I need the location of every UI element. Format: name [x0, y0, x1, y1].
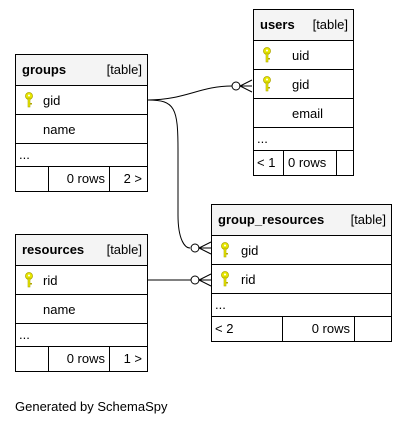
table-header: group_resources [table]: [212, 205, 391, 236]
parents-count: < 1: [257, 155, 276, 170]
column-name: email: [292, 106, 324, 121]
link-resources-group-resources: [148, 273, 212, 287]
row-count: 0 rows: [66, 171, 105, 186]
column-row[interactable]: gid: [16, 86, 147, 115]
table-name: users: [260, 17, 295, 32]
parents-count: < 2: [215, 321, 234, 336]
column-row[interactable]: gid: [254, 70, 353, 99]
column-name: gid: [292, 77, 310, 92]
ellipsis-text: ...: [257, 131, 268, 146]
table-footer: 0 rows 1 >: [16, 347, 147, 371]
table-footer: < 1 0 rows: [254, 151, 353, 175]
ellipsis-text: ...: [215, 297, 226, 312]
column-name: name: [43, 302, 76, 317]
key-icon: [25, 92, 33, 108]
column-row[interactable]: rid: [16, 266, 147, 295]
table-footer: < 2 0 rows: [212, 317, 391, 341]
column-name: gid: [43, 93, 61, 108]
column-name: rid: [241, 272, 256, 287]
key-icon: [25, 272, 33, 288]
ellipsis-text: ...: [19, 327, 30, 342]
column-name: gid: [241, 243, 259, 258]
footer-rows: 0 rows: [283, 317, 355, 341]
table-kind: [table]: [312, 17, 348, 32]
footer-parents[interactable]: < 2: [212, 317, 283, 341]
table-users[interactable]: users [table] uid gid email ... < 1 0 ro…: [253, 9, 354, 176]
column-name: name: [43, 122, 76, 137]
key-icon: [263, 76, 271, 92]
more-columns: ...: [254, 128, 353, 151]
footer-rows: 0 rows: [284, 151, 337, 175]
ellipsis-text: ...: [19, 147, 30, 162]
footer-children: [337, 151, 353, 175]
table-header: resources [table]: [16, 235, 147, 266]
link-groups-group-resources: [147, 99, 212, 255]
table-name: group_resources: [218, 212, 325, 227]
key-icon: [221, 242, 229, 258]
table-resources[interactable]: resources [table] rid name ... 0 rows 1 …: [15, 234, 148, 372]
footer-parents: [16, 167, 49, 191]
children-count: 2 >: [123, 171, 142, 186]
column-row[interactable]: rid: [212, 265, 391, 294]
table-kind: [table]: [350, 212, 386, 227]
footer-children[interactable]: 2 >: [110, 167, 147, 191]
column-row[interactable]: name: [16, 115, 147, 144]
column-row[interactable]: uid: [254, 41, 353, 70]
column-row[interactable]: gid: [212, 236, 391, 265]
row-count: 0 rows: [66, 351, 105, 366]
table-kind: [table]: [106, 242, 142, 257]
more-columns: ...: [212, 294, 391, 317]
generator-caption: Generated by SchemaSpy: [15, 399, 168, 414]
more-columns: ...: [16, 144, 147, 167]
footer-rows: 0 rows: [49, 347, 110, 371]
column-row[interactable]: email: [254, 99, 353, 128]
table-header: users [table]: [254, 10, 353, 41]
key-icon: [221, 271, 229, 287]
table-footer: 0 rows 2 >: [16, 167, 147, 191]
footer-children: [355, 317, 391, 341]
table-name: groups: [22, 62, 67, 77]
footer-rows: 0 rows: [49, 167, 110, 191]
row-count: 0 rows: [288, 155, 327, 170]
table-header: groups [table]: [16, 55, 147, 86]
table-groups[interactable]: groups [table] gid name ... 0 rows 2 >: [15, 54, 148, 192]
footer-parents[interactable]: < 1: [254, 151, 284, 175]
column-name: rid: [43, 273, 58, 288]
footer-children[interactable]: 1 >: [110, 347, 147, 371]
link-groups-users: [147, 79, 253, 101]
column-row[interactable]: name: [16, 295, 147, 324]
children-count: 1 >: [123, 351, 142, 366]
row-count: 0 rows: [311, 321, 350, 336]
table-group-resources[interactable]: group_resources [table] gid rid ... < 2 …: [211, 204, 392, 342]
column-name: uid: [292, 48, 310, 63]
more-columns: ...: [16, 324, 147, 347]
footer-parents: [16, 347, 49, 371]
table-name: resources: [22, 242, 85, 257]
key-icon: [263, 47, 271, 63]
table-kind: [table]: [106, 62, 142, 77]
